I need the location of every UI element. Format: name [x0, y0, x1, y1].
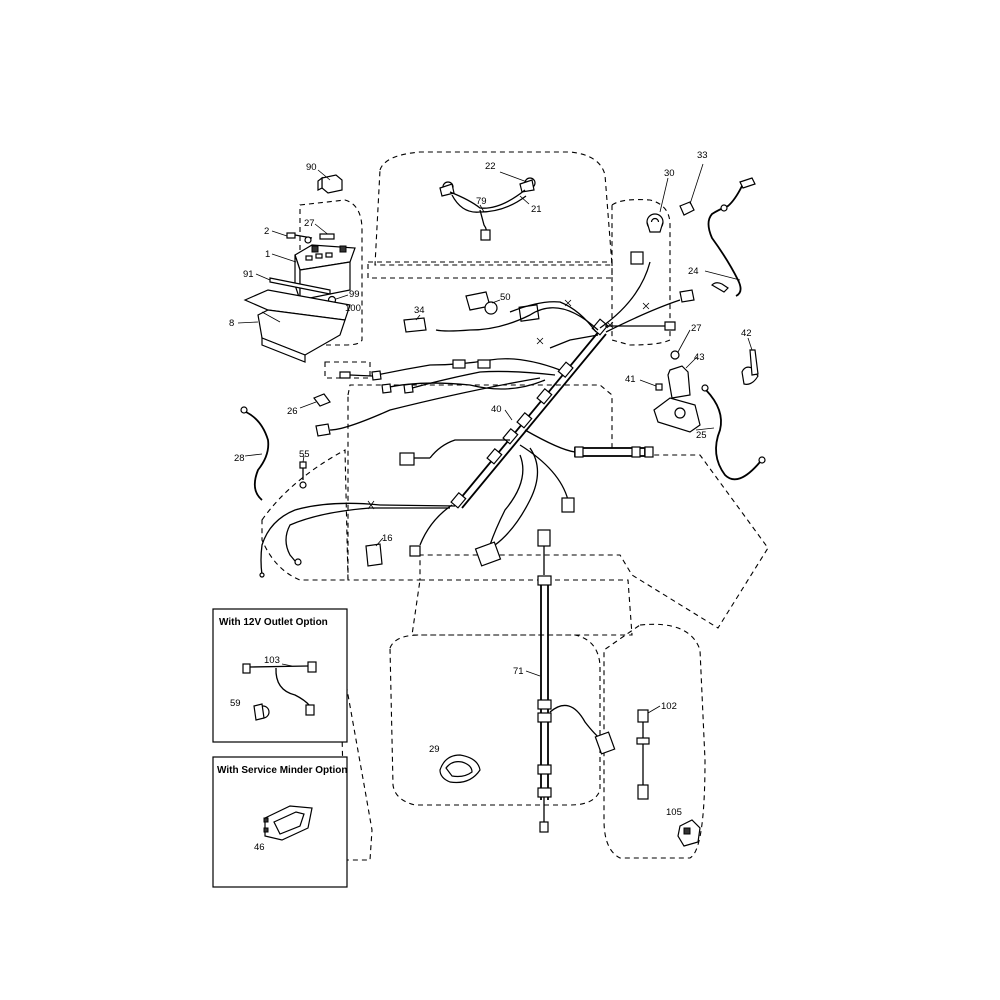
callout-102: 102: [661, 701, 677, 712]
callout-29: 29: [429, 744, 440, 755]
callout-8: 8: [229, 318, 234, 329]
part-29-module: [439, 754, 481, 784]
callout-90: 90: [306, 162, 317, 173]
callout-46: 46: [254, 842, 265, 853]
option-box-12v-outlet: [212, 608, 348, 743]
minder-option-title: With Service Minder Option: [217, 765, 347, 776]
callout-41: 41: [625, 374, 636, 385]
callout-16: 16: [382, 533, 393, 544]
part-33-connector: [679, 163, 704, 216]
callout-99: 99: [349, 289, 360, 300]
callout-33: 33: [697, 150, 708, 161]
callout-40: 40: [491, 404, 502, 415]
callout-50: 50: [500, 292, 511, 303]
callout-1: 1: [265, 249, 270, 260]
solenoid-group: [639, 329, 701, 433]
callout-59: 59: [230, 698, 241, 709]
battery-assembly: [237, 223, 356, 363]
callout-34: 34: [414, 305, 425, 316]
callout-26: 26: [287, 406, 298, 417]
part-90-relay: [317, 169, 343, 194]
part-28-cable: [240, 406, 270, 501]
callout-24: 24: [688, 266, 699, 277]
part-16-connector: [365, 537, 384, 567]
part-26-fuse: [299, 393, 331, 409]
callout-42: 42: [741, 328, 752, 339]
callout-55: 55: [299, 449, 310, 460]
part-102-sensor: [636, 705, 661, 800]
outlet-option-title: With 12V Outlet Option: [219, 617, 328, 628]
callout-91: 91: [243, 269, 254, 280]
callout-25: 25: [696, 430, 707, 441]
callout-labels: 90 22 21 79 30 33 2 27 1 91 99 100 8 34 …: [217, 150, 752, 853]
part-25-cable: [695, 384, 766, 481]
callout-22: 22: [485, 161, 496, 172]
part-50-component: [465, 291, 540, 322]
part-40-main-harness: [259, 251, 695, 578]
callout-103: 103: [264, 655, 280, 666]
option-box-service-minder: [212, 756, 348, 888]
callout-21: 21: [531, 204, 542, 215]
callout-43: 43: [694, 352, 705, 363]
callout-28: 28: [234, 453, 245, 464]
callout-30: 30: [664, 168, 675, 179]
part-55-screw: [299, 455, 307, 489]
callout-27a: 27: [304, 218, 315, 229]
callout-105: 105: [666, 807, 682, 818]
headlight-harness: [439, 171, 536, 241]
callout-100: 100: [345, 303, 361, 314]
callout-79: 79: [476, 196, 487, 207]
part-34-switch: [403, 314, 427, 333]
callout-27b: 27: [691, 323, 702, 334]
part-71-rear-harness: [525, 529, 616, 833]
callout-2: 2: [264, 226, 269, 237]
callout-71: 71: [513, 666, 524, 677]
part-42-terminal-boot: [741, 337, 759, 385]
part-105-switch: [677, 819, 701, 847]
part-30-key-switch: [646, 177, 669, 233]
part-24-cable: [704, 177, 756, 297]
